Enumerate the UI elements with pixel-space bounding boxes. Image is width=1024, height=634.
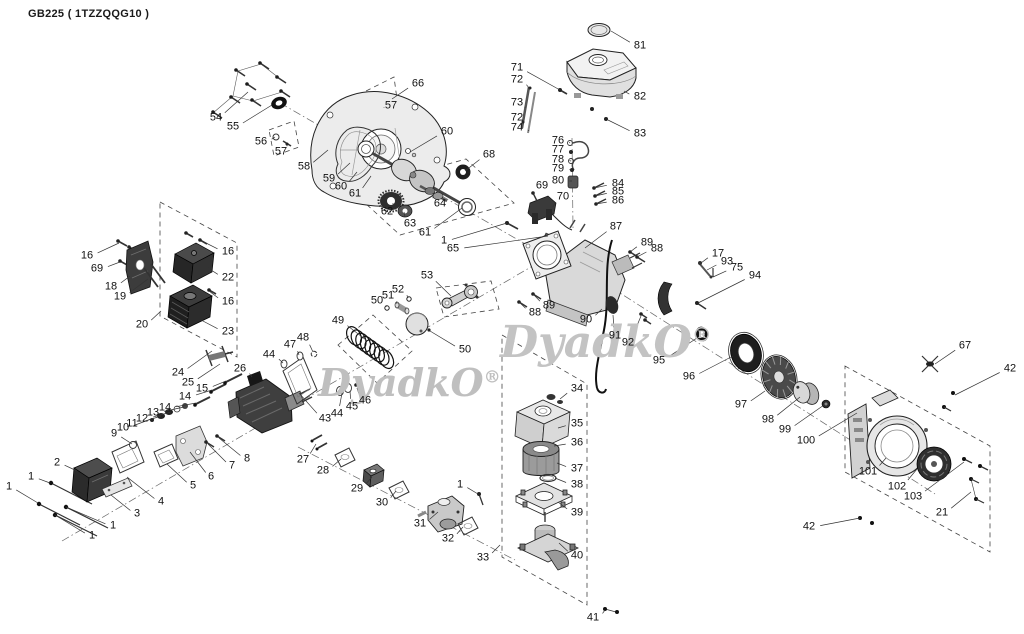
screws-92: [639, 312, 652, 325]
bearing-61b: [458, 198, 476, 216]
tank-bolts-83: [590, 107, 608, 121]
valve-cover-22: [172, 242, 215, 284]
o-ring-38: [539, 473, 557, 483]
screws-21: [969, 477, 985, 504]
ignition-coil-70: [527, 191, 573, 231]
bolt-1a: [506, 222, 519, 230]
air-cleaner-base-40: [517, 512, 579, 571]
screws-41: [603, 607, 619, 614]
cover-gasket-59: [335, 126, 381, 182]
diagram-title: GB225 ( 1TZZQQG10 ): [28, 8, 150, 20]
intake-studs-27: [310, 434, 328, 451]
camshaft-64: [419, 184, 448, 203]
muffler-guard-bracket: [657, 281, 673, 316]
fuel-pickup-91: [605, 296, 619, 314]
crankshaft-assembly: [357, 140, 558, 244]
dowel-pin-60: [405, 148, 417, 158]
bolt-cluster-54: [211, 61, 291, 119]
cylinder-head-23: [167, 284, 213, 329]
filter-plate-39: [515, 482, 573, 516]
starter-pulley-98: [792, 381, 820, 405]
camshaft-group-box: [351, 158, 515, 236]
bolts-7-8: [204, 434, 226, 448]
recoil-reel-102: [916, 446, 952, 482]
fuel-tank-cap-81: [587, 23, 611, 37]
gasket-28: [334, 447, 356, 468]
fuel-line-90: [594, 239, 619, 394]
assembly-axis-lines: [61, 102, 936, 561]
piston-pin-50-52: [384, 296, 412, 315]
muffler-plate-3: [101, 477, 133, 498]
cylinder-head-group-box: [159, 201, 238, 358]
cylinder-gasket-43: [282, 356, 318, 405]
callout-leader-lines: [16, 30, 1000, 614]
throttle-parts-17-93-75: [698, 261, 714, 279]
crankcase-assembly-87: [522, 219, 643, 327]
air-cleaner-cover-35: [514, 399, 571, 449]
studs-14-15: [193, 373, 243, 407]
clip-67: [921, 355, 939, 373]
muffler-gasket-4: [111, 440, 145, 474]
connecting-rod-53: [441, 283, 479, 309]
oil-seal-55: [271, 96, 287, 110]
screws-103: [962, 457, 989, 471]
exhaust-gasket-5: [153, 443, 179, 468]
bearing-61: [361, 144, 371, 154]
gear-63: [397, 204, 413, 218]
filter-element-37: [522, 441, 560, 476]
flywheel-fan-97: [760, 354, 798, 400]
pin-hardware-44-48: [280, 350, 363, 396]
seal-95: [695, 326, 709, 342]
blower-housing-101: [847, 389, 928, 479]
push-rods-19: [143, 263, 166, 288]
gasket-32: [457, 516, 479, 536]
insulator-29: [362, 463, 385, 488]
tank-rods-71-74: [520, 86, 568, 134]
bolt-1f: [477, 492, 484, 506]
deflector-26: [247, 371, 263, 386]
dashed-group-boxes: [159, 76, 991, 606]
bracket-6: [175, 425, 208, 467]
nut-99: [821, 399, 831, 409]
spring-49: [345, 326, 395, 370]
heat-shield-18: [125, 240, 154, 295]
screws-42: [858, 391, 955, 525]
grommet-34: [546, 394, 563, 404]
connecting-rod-box: [435, 280, 500, 318]
fuel-tank-82: [566, 48, 637, 99]
recoil-starter-group-box: [844, 365, 991, 553]
spark-plug-24-25: [205, 345, 234, 367]
governor-clip-56-57: [272, 133, 292, 147]
air-cleaner-group-box: [501, 334, 588, 606]
carburetor-31: [417, 495, 465, 533]
piston-spring-box: [337, 314, 413, 384]
bolt-94: [695, 301, 707, 310]
piston-50: [405, 312, 431, 336]
flywheel-cup-96: [728, 331, 764, 375]
